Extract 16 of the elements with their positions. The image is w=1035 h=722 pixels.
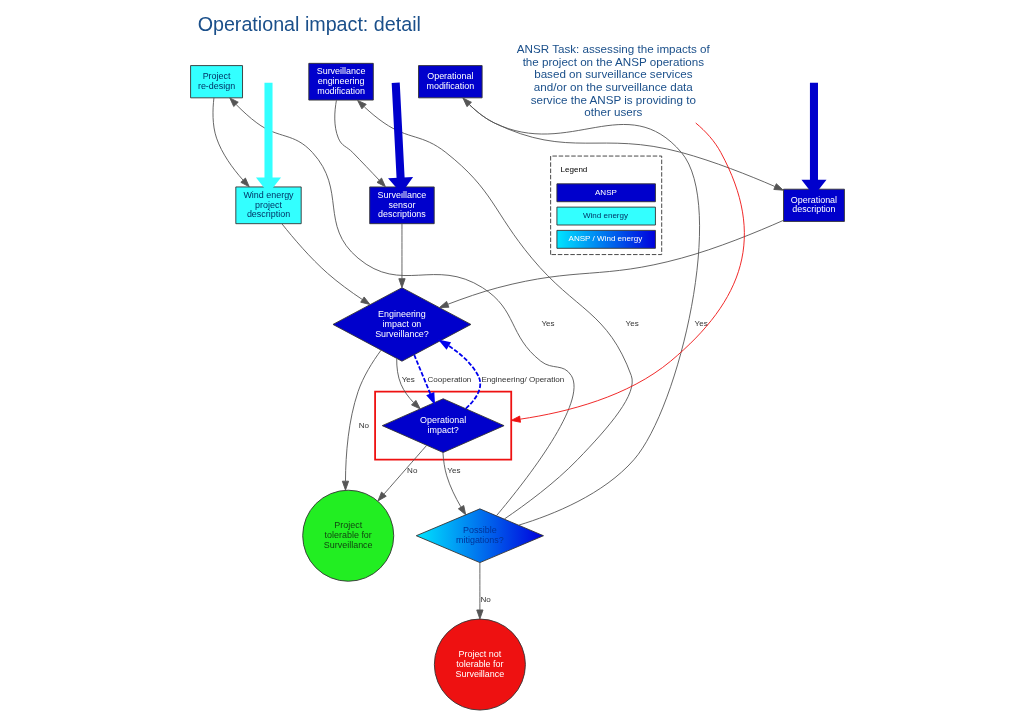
edge-label: No	[407, 466, 418, 476]
edge-label: Cooperation	[427, 374, 472, 384]
edge-label: Yes	[401, 374, 415, 384]
legend-label: ANSP	[594, 187, 617, 197]
edge-label: Yes	[625, 319, 639, 329]
edge-label: Yes	[447, 466, 461, 476]
legend-label: Wind energy	[582, 211, 629, 221]
legend-label: ANSP / Wind energy	[568, 234, 643, 244]
diagram-title: Operational impact: detail	[197, 13, 421, 36]
edge-label: No	[358, 420, 370, 430]
edge-label: Engineering/ Operation	[481, 374, 565, 384]
edge-label: Yes	[694, 319, 708, 329]
edge-label: No	[480, 595, 491, 605]
label: Legend	[560, 165, 588, 175]
edge-label: Yes	[541, 319, 555, 329]
node-text: ANSR Task: assessing the impacts of the project on the ANSP operations based on surveillance services and/or on the surveillance data service the ANSP is providing to other users	[516, 42, 710, 119]
